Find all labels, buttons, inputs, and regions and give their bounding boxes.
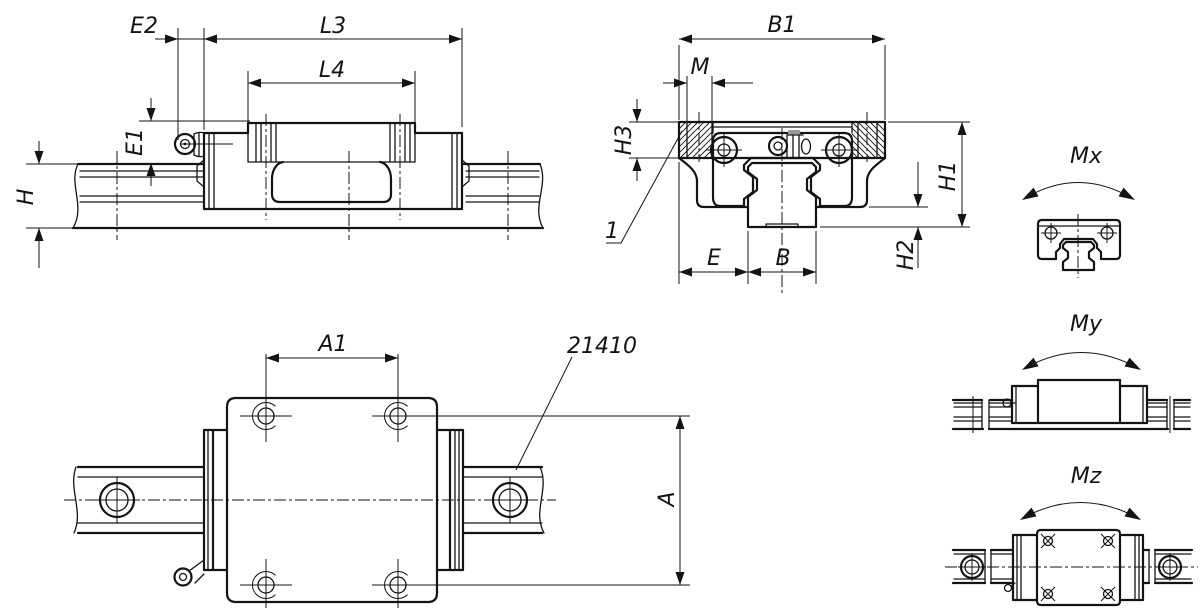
mz-arc-arrow bbox=[1020, 502, 1141, 520]
item-ref-label: 1 bbox=[605, 219, 619, 244]
dim-label-l3: L3 bbox=[320, 14, 346, 39]
mx-carriage-sketch bbox=[1036, 214, 1122, 278]
dim-label-b1: B1 bbox=[767, 13, 796, 38]
side-dimensions: E2 L3 L4 E1 H bbox=[14, 14, 463, 268]
moment-label-my: My bbox=[1070, 312, 1103, 337]
moment-mz-view: Mz bbox=[945, 464, 1198, 607]
dim-label-h1: H1 bbox=[936, 161, 961, 192]
end-seal-hatch-right bbox=[852, 122, 885, 158]
dim-label-e1: E1 bbox=[123, 128, 148, 156]
my-arc-arrow bbox=[1022, 352, 1141, 370]
dim-label-b: B bbox=[775, 246, 790, 271]
dim-label-a: A bbox=[655, 491, 680, 508]
dim-label-h2: H2 bbox=[894, 240, 919, 271]
dim-label-h: H bbox=[14, 189, 39, 206]
dim-label-h3: H3 bbox=[612, 125, 637, 156]
grease-nipple-front bbox=[767, 130, 812, 159]
carriage-front bbox=[677, 112, 887, 296]
mz-carriage-sketch bbox=[945, 528, 1198, 607]
moment-label-mz: Mz bbox=[1071, 464, 1102, 489]
moment-label-mx: Mx bbox=[1070, 144, 1103, 169]
dim-label-e: E bbox=[707, 246, 721, 271]
dim-label-m: M bbox=[691, 55, 710, 80]
plan-dimensions: A1 A 21410 bbox=[265, 332, 690, 586]
part-number-label: 21410 bbox=[567, 334, 637, 359]
carriage-side bbox=[173, 114, 470, 220]
moment-my-view: My bbox=[951, 312, 1192, 433]
rail-plan bbox=[64, 465, 556, 535]
rail-side bbox=[71, 151, 545, 240]
plan-view: A1 A 21410 bbox=[64, 332, 690, 608]
end-seal-hatch-left bbox=[679, 122, 713, 158]
front-view: B1 M H3 H1 H2 E B 1 bbox=[605, 13, 970, 296]
dim-label-e2: E2 bbox=[130, 14, 158, 39]
dim-label-l4: L4 bbox=[319, 58, 345, 83]
rail-front bbox=[746, 161, 818, 229]
front-dimensions: B1 M H3 H1 H2 E B 1 bbox=[605, 13, 970, 284]
side-view: E2 L3 L4 E1 H bbox=[14, 14, 545, 268]
my-carriage-sketch bbox=[951, 378, 1192, 433]
grease-nipple-plan bbox=[173, 559, 205, 587]
moment-mx-view: Mx bbox=[1022, 144, 1135, 278]
mx-arc-arrow bbox=[1022, 182, 1135, 200]
grease-nipple-side bbox=[173, 131, 233, 158]
carriage-plan bbox=[173, 390, 465, 608]
dim-label-a1: A1 bbox=[316, 332, 347, 357]
